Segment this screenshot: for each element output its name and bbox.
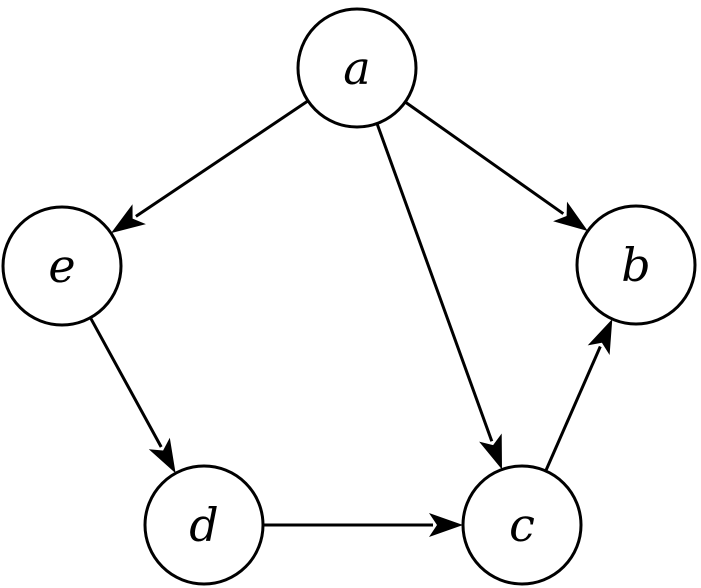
- arrow-head-icon: [479, 433, 502, 470]
- node-d-label: d: [189, 498, 218, 552]
- edges-layer: [89, 99, 613, 537]
- node-b-label: b: [621, 238, 650, 292]
- node-c-label: c: [509, 498, 535, 552]
- edge-a-c: [375, 122, 502, 470]
- node-a: a: [296, 7, 418, 129]
- node-b: b: [575, 204, 697, 326]
- edge-line-a-b: [404, 100, 565, 215]
- edge-a-b: [404, 100, 588, 231]
- node-b-circle: [575, 204, 697, 326]
- node-d-circle: [143, 464, 265, 586]
- edge-line-a-c: [375, 122, 494, 442]
- node-e-label: e: [48, 239, 75, 293]
- node-e: e: [1, 205, 123, 327]
- node-d: d: [143, 464, 265, 586]
- edge-line-e-d: [89, 316, 163, 448]
- node-c-circle: [461, 464, 583, 586]
- edge-line-a-e: [135, 99, 309, 218]
- arrow-head-icon: [587, 319, 613, 355]
- edge-line-c-b: [544, 345, 602, 472]
- node-c: c: [461, 464, 583, 586]
- arrow-head-icon: [148, 437, 176, 474]
- arrow-head-icon: [111, 204, 146, 234]
- arrow-head-icon: [553, 201, 588, 231]
- node-a-circle: [296, 7, 418, 129]
- nodes-layer: a b c d e: [1, 7, 697, 586]
- edge-a-e: [111, 99, 309, 234]
- edge-d-c: [263, 513, 463, 537]
- arrow-head-icon: [429, 513, 463, 537]
- node-e-circle: [1, 205, 123, 327]
- edge-c-b: [544, 319, 613, 472]
- node-a-label: a: [343, 41, 370, 95]
- edge-e-d: [89, 316, 176, 474]
